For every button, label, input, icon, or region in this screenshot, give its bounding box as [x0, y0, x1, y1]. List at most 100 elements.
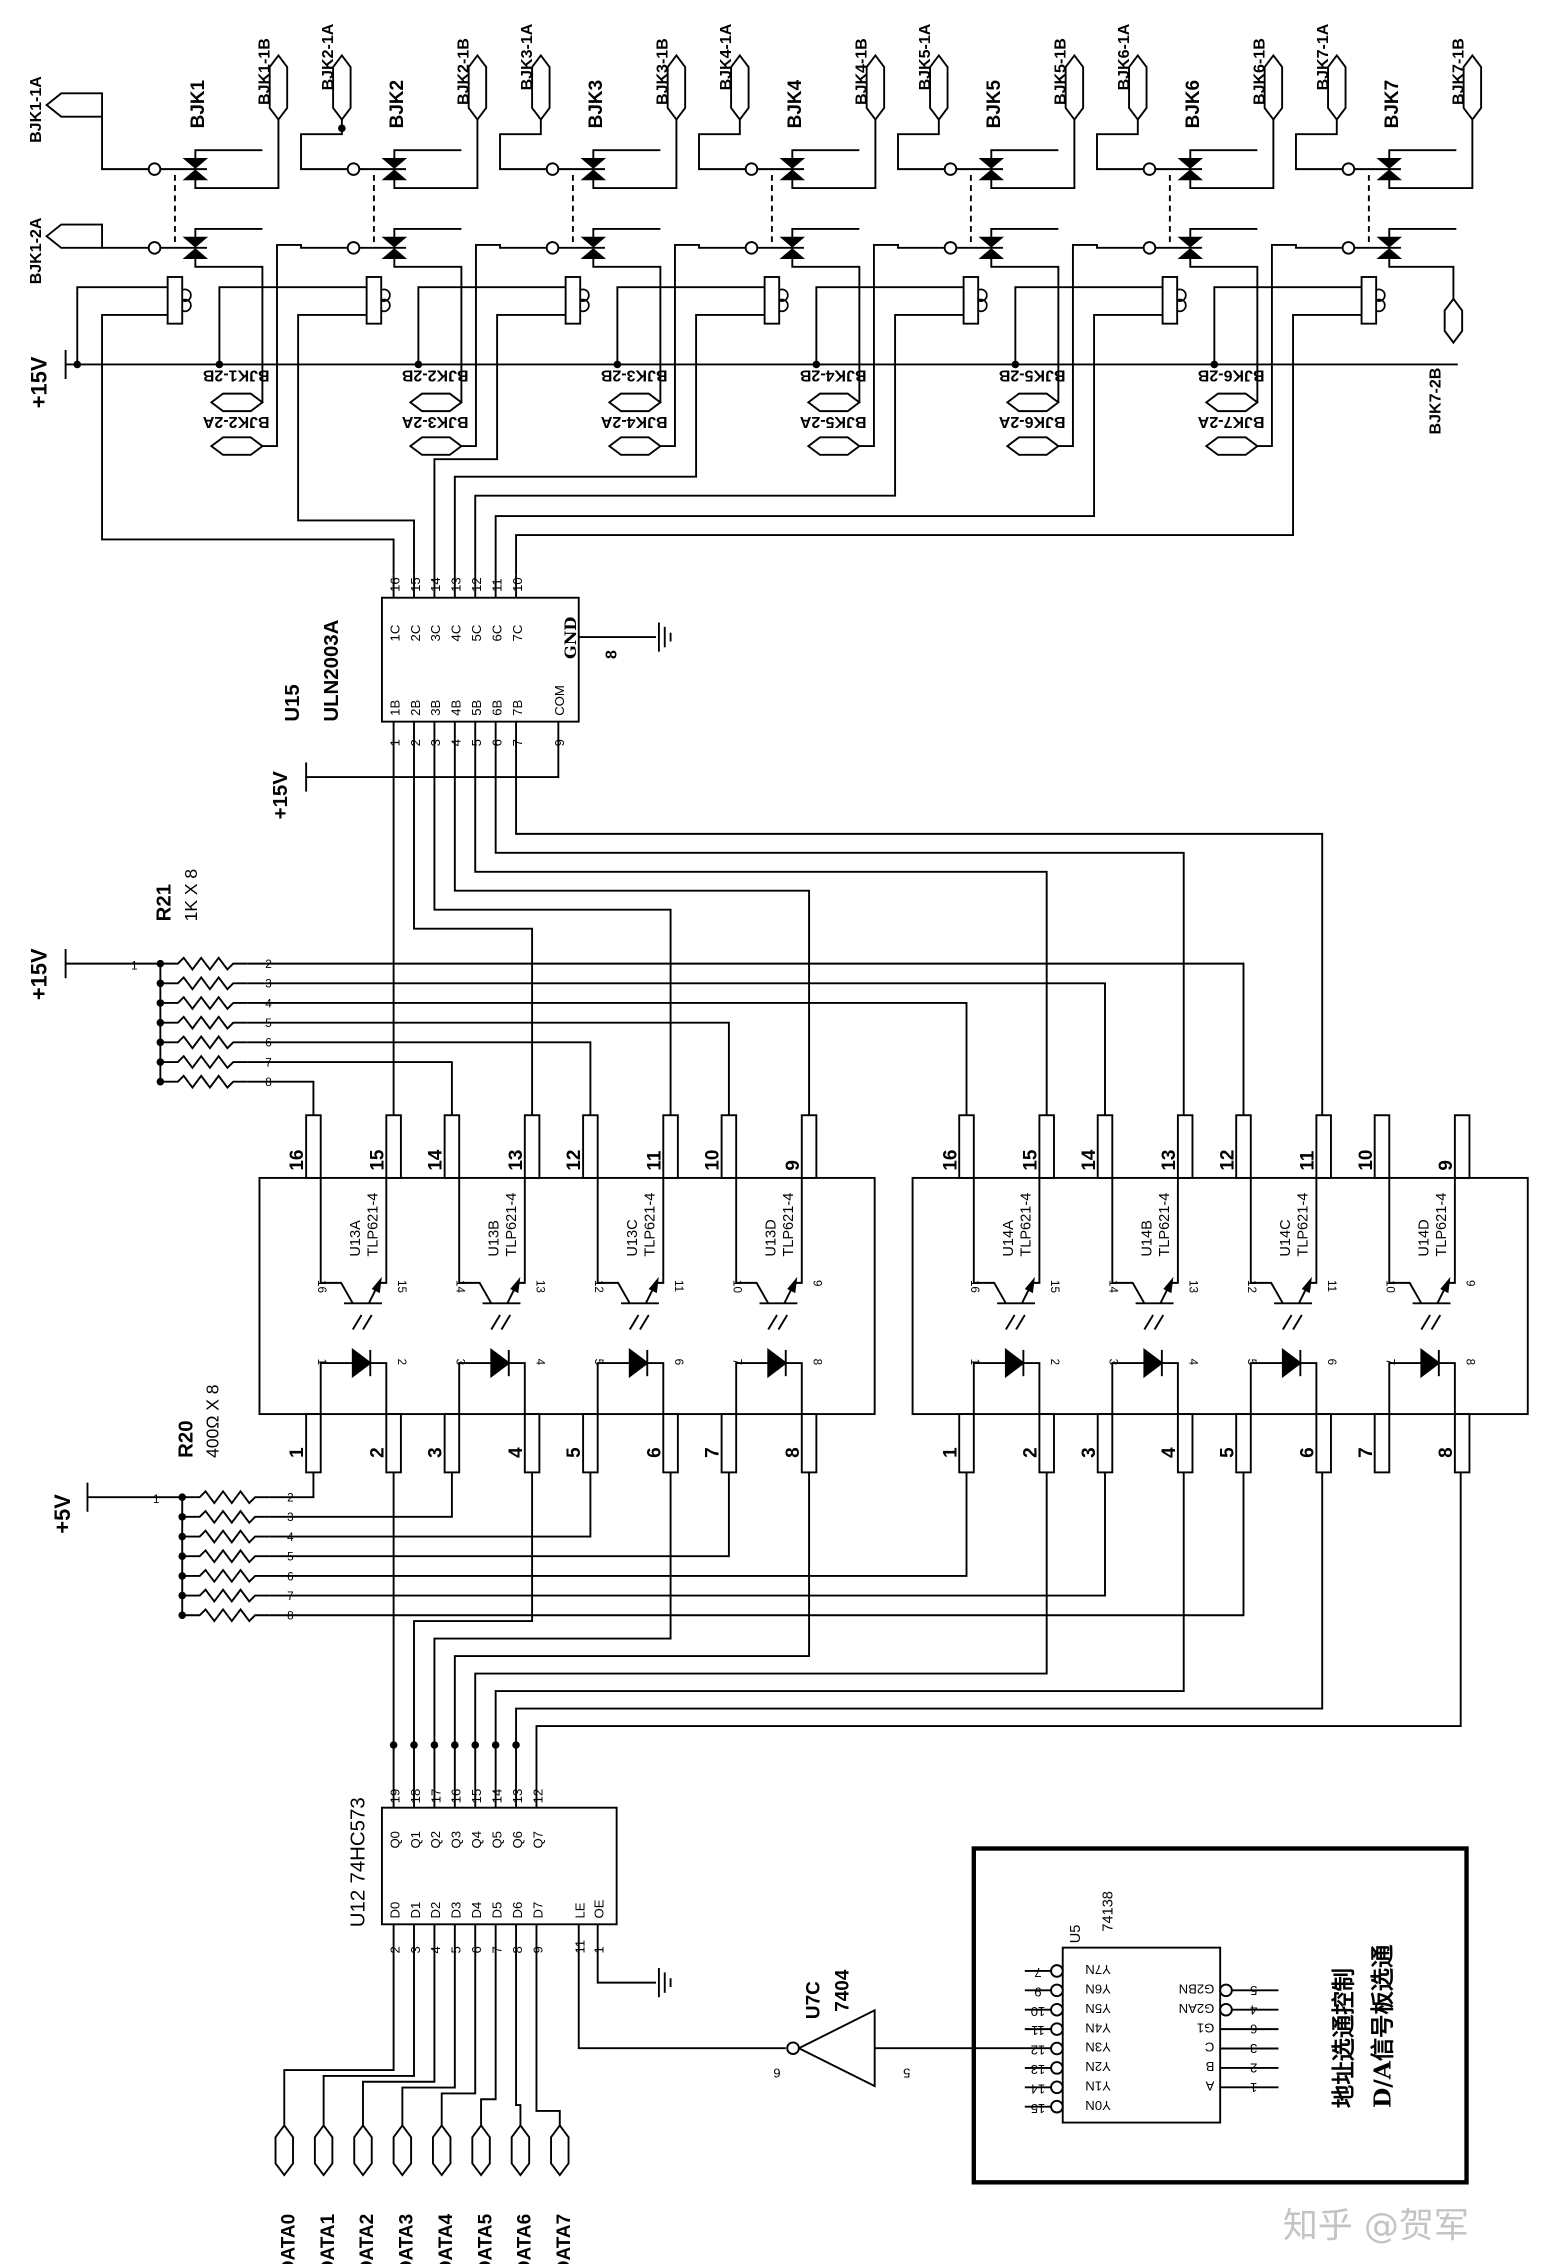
contact-wire [592, 119, 678, 190]
pin-name: G1 [1197, 2020, 1215, 2035]
led-icon [1388, 1362, 1422, 1415]
pin-name: Q7 [530, 1831, 545, 1849]
signal-wire [269, 1472, 315, 1499]
pin-name: LE [573, 1902, 588, 1918]
pin-number: 2 [387, 1946, 402, 1953]
pin-name: GND [561, 617, 580, 659]
pin-number: 12 [530, 1789, 545, 1804]
chip-part: ULN2003A [321, 619, 343, 721]
coil-drive-wire [453, 313, 765, 576]
pin-name: G2BN [1179, 1982, 1215, 1997]
contact-wire [990, 149, 1059, 159]
coil-supply-wire [417, 286, 566, 365]
pin-number: 8 [1436, 1447, 1457, 1458]
connector-port-icon [607, 436, 662, 456]
contact-wire [990, 119, 1076, 190]
pin-number: 12 [1245, 1280, 1258, 1293]
contact-terminal [744, 162, 759, 176]
contact-wire [592, 227, 661, 238]
resistor-value: 1K X 8 [181, 869, 201, 922]
contact-wire [990, 258, 1060, 403]
phototransistor-icon [783, 1177, 803, 1304]
contact-wire [592, 258, 662, 403]
pin-number: 14 [1106, 1280, 1119, 1293]
contact-wire [194, 149, 263, 159]
led-icon [1143, 1348, 1164, 1379]
pin-number: 7 [703, 1447, 724, 1458]
signal-wire [247, 1021, 730, 1116]
contact-wire [990, 227, 1059, 238]
relay-name: BJK4 [785, 79, 806, 128]
pin-number: 4 [449, 739, 464, 746]
data-input-label: DATA6 [515, 2214, 536, 2264]
phototransistor-icon [1159, 1177, 1179, 1304]
light-arrow-icon [1005, 1314, 1016, 1331]
contact-wire [592, 149, 661, 159]
pin-name: 6B [489, 700, 504, 716]
pin-number: 5 [903, 2066, 910, 2081]
connector-port-icon [510, 2123, 531, 2177]
connector-port-icon [806, 392, 861, 413]
pin-number: 6 [644, 1447, 665, 1458]
pin-name: 3B [428, 700, 443, 716]
signal-wire [269, 1472, 453, 1518]
signal-wire [413, 1472, 534, 1808]
connector-port-icon [1005, 392, 1060, 413]
junction-dot [430, 1741, 439, 1749]
pin-number: 14 [428, 577, 443, 592]
relay-coil-icon [380, 288, 391, 313]
pin-number: 16 [387, 577, 402, 592]
signal-wire [269, 1472, 1106, 1597]
resistor-icon [160, 995, 248, 1011]
power-label-15v: +15V [27, 356, 52, 408]
relay-coil-icon [181, 288, 192, 313]
pin [1038, 1413, 1055, 1474]
pin-number: 4 [1159, 1447, 1180, 1458]
pin-name: B [1205, 2059, 1214, 2074]
channel-part: TLP621-4 [781, 1193, 797, 1257]
relay-port-label: BJK1-1A [27, 76, 45, 143]
pin-number: 7 [1383, 1359, 1396, 1365]
data-wire [362, 1924, 436, 2126]
light-arrow-icon [767, 1314, 778, 1331]
data-wire [283, 1924, 395, 2126]
connector-port-icon [392, 2123, 413, 2177]
resistor-icon [160, 1015, 248, 1031]
coil-drive-wire [433, 313, 566, 576]
led-icon [785, 1362, 803, 1415]
pin-number: 1 [592, 1946, 607, 1953]
pin [1315, 1413, 1332, 1474]
contact-terminal [744, 241, 759, 255]
pin-number: 1 [387, 739, 402, 746]
data-wire [401, 1924, 456, 2126]
relay-coil-icon [1360, 276, 1378, 325]
contact-wire [194, 119, 280, 190]
contact-terminal [346, 162, 361, 176]
pin-name: Q6 [510, 1831, 525, 1849]
pin-number: 5 [1217, 1447, 1238, 1458]
pin-name: C [1205, 2040, 1214, 2055]
contact-terminal [346, 241, 361, 255]
pin-number: 11 [1297, 1151, 1318, 1171]
pin-name: D3 [449, 1902, 464, 1919]
led-icon [1111, 1362, 1145, 1415]
pin [1096, 1413, 1114, 1474]
relay-coil-icon [962, 276, 980, 325]
resistor-icon [182, 1607, 270, 1623]
connector-port-icon [467, 53, 488, 122]
pin-name: Y5N [1085, 2001, 1111, 2016]
led-icon [647, 1362, 665, 1415]
pin-number: 13 [1159, 1150, 1180, 1171]
coil-supply-wire [616, 286, 765, 365]
pin-name: Q5 [489, 1831, 504, 1849]
resistor-icon [182, 1509, 270, 1525]
connector-port-icon [531, 53, 551, 122]
pin-number: 12 [564, 1150, 585, 1171]
phototransistor-icon [506, 1177, 526, 1304]
note-da-board-select: D/A信号板选通 [1369, 1944, 1397, 2108]
pin-number: 10 [730, 1280, 743, 1293]
pin-name: Y3N [1085, 2040, 1111, 2055]
contact-wire [393, 149, 462, 159]
pin-number: 10 [1383, 1280, 1396, 1293]
pin-number: 2 [408, 739, 423, 746]
